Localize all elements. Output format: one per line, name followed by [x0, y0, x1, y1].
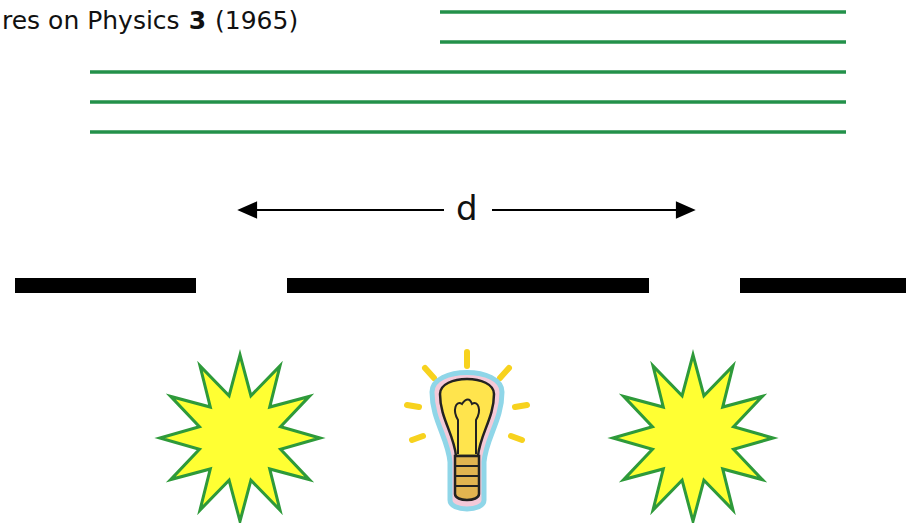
citation-text: res on Physics — [2, 6, 180, 35]
starburst — [613, 355, 773, 521]
citation-line: res on Physics 3 (1965) — [2, 6, 298, 35]
starburst — [160, 355, 320, 521]
light-bulb — [407, 352, 527, 509]
citation-text: 3 — [189, 6, 206, 35]
citation-text: (1965) — [215, 6, 298, 35]
slit-barrier — [15, 278, 906, 293]
dimension-label: d — [456, 188, 478, 228]
